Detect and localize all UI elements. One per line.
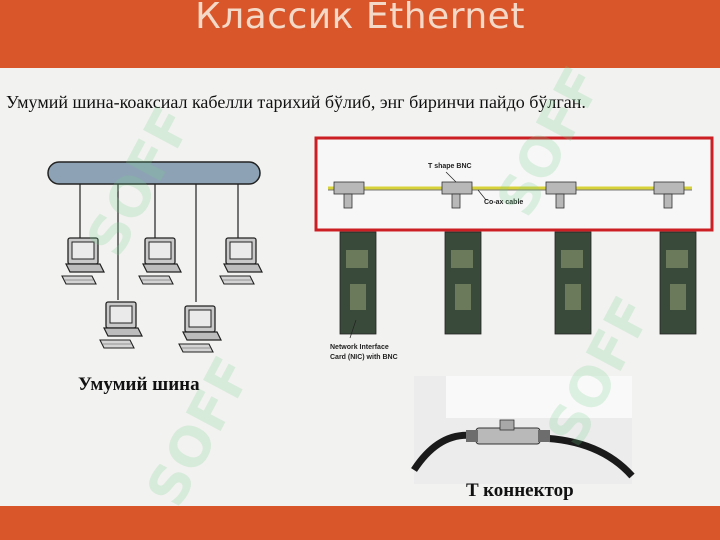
computer-icon — [219, 237, 263, 285]
computer-icon — [99, 301, 143, 349]
t-connector-caption: T коннектор — [466, 480, 574, 501]
t-shape-label: T shape BNC — [428, 163, 472, 170]
bus-topology-diagram — [47, 161, 263, 353]
computer-icon — [178, 305, 222, 353]
t-connector-photo — [411, 376, 635, 484]
nic-photo — [314, 136, 714, 339]
coax-label: Co-ax cable — [484, 199, 524, 206]
highlight-frame — [314, 136, 714, 232]
slide-title: Классик Ethernet — [195, 0, 525, 37]
bus-caption: Умумий шина — [78, 374, 200, 395]
slide-header: Классик Ethernet — [0, 0, 720, 68]
bus-cable — [47, 161, 261, 185]
slide-footer — [0, 506, 720, 540]
computer-icon — [138, 237, 182, 285]
intro-text: Умумий шина-коаксиал кабелли тарихий бўл… — [6, 92, 586, 112]
nic-label: Network Interface Card (NIC) with BNC — [330, 344, 398, 361]
